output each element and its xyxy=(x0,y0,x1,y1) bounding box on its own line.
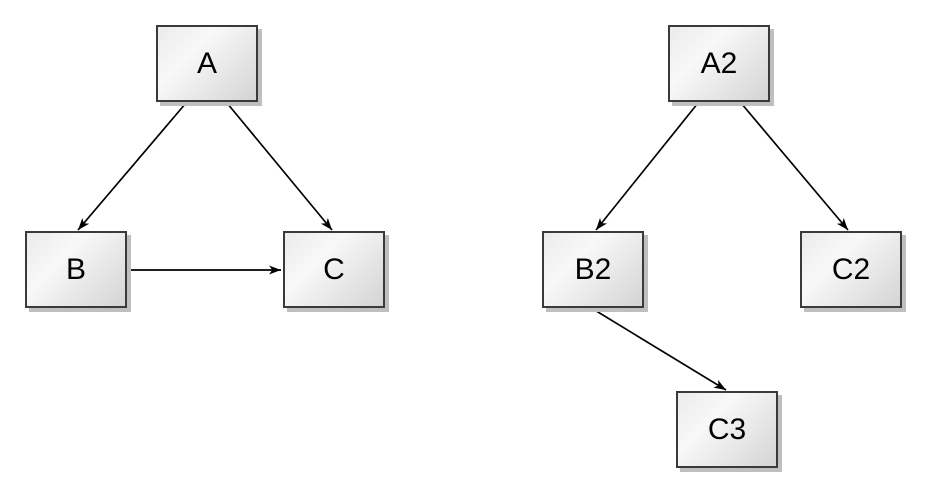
node-a: A xyxy=(156,25,258,102)
edge-a-c xyxy=(226,102,333,231)
node-c: C xyxy=(283,231,385,308)
node-b: B xyxy=(25,231,127,308)
node-b2: B2 xyxy=(542,231,644,308)
edge-a2-b2 xyxy=(595,102,699,231)
node-c2: C2 xyxy=(800,231,902,308)
node-a2: A2 xyxy=(668,25,770,102)
edge-a-b xyxy=(77,102,187,231)
edge-a2-c2 xyxy=(740,102,849,231)
node-c3: C3 xyxy=(676,391,778,468)
edge-b2-c3 xyxy=(592,308,727,391)
